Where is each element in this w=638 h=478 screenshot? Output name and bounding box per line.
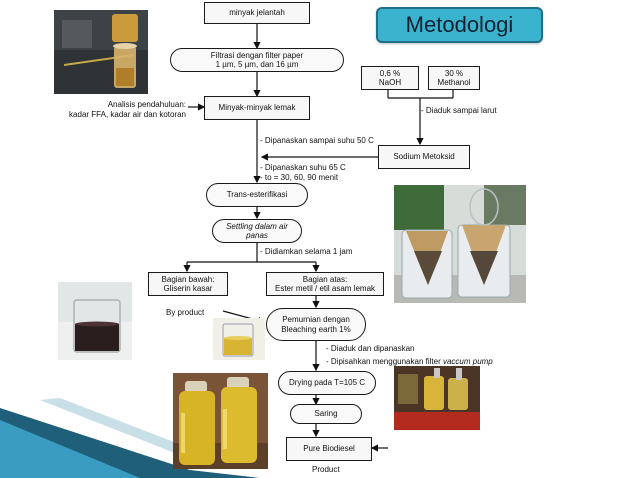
note-dipanaskan-65: - Dipanaskan suhu 65 C - to = 30, 60, 90… xyxy=(260,163,346,182)
note-by-product: By product xyxy=(166,308,205,317)
note-product: Product xyxy=(312,465,340,474)
note-diaduk-sampai-larut: - Diaduk sampai larut xyxy=(421,106,497,115)
box-bagian-bawah: Bagian bawah: Gliserin kasar xyxy=(148,272,228,296)
box-methanol: 30 % Methanol xyxy=(428,66,480,90)
box-pemurnian: Pemurnian dengan Bleaching earth 1% xyxy=(266,308,366,341)
photo-biodiesel-bottles xyxy=(173,373,268,469)
note-dipanaskan-50: - Dipanaskan sampai suhu 50 C xyxy=(260,136,374,145)
note-dipisahkan-text: - Dipisahkan menggunakan filter xyxy=(326,357,443,366)
note-analisis-pendahuluan: Analisis pendahuluan: kadar FFA, kadar a… xyxy=(69,100,186,119)
photo-glycerin-beaker xyxy=(58,282,132,360)
box-trans-esterifikasi: Trans-esterifikasi xyxy=(206,183,308,207)
photo-vacuum-filter xyxy=(394,366,480,430)
box-saring: Saring xyxy=(290,404,362,424)
box-minyak-lemak: Minyak-minyak lemak xyxy=(204,96,310,120)
box-filtrasi: Filtrasi dengan filter paper 1 µm, 5 µm,… xyxy=(170,48,344,72)
photo-separating-funnels xyxy=(394,185,526,303)
box-drying: Drying pada T=105 C xyxy=(278,371,376,395)
box-settling: Settling dalam air panas xyxy=(212,219,302,243)
box-pure-biodiesel: Pure Biodiesel xyxy=(286,437,372,461)
note-dipisahkan: - Dipisahkan menggunakan filter vaccum p… xyxy=(326,357,493,367)
slide-title: Metodologi xyxy=(376,7,543,43)
photo-ester-beaker xyxy=(213,318,265,360)
box-bagian-atas: Bagian atas: Ester metil / etil asam lem… xyxy=(266,272,384,296)
box-naoh: 0,6 % NaOH xyxy=(361,66,419,90)
note-diaduk-dipanaskan: - Diaduk dan dipanaskan xyxy=(326,344,415,353)
photo-pouring-oil xyxy=(54,10,148,94)
box-minyak-jelantah: minyak jelantah xyxy=(204,2,310,24)
box-sodium-metoksid: Sodium Metoksid xyxy=(378,145,470,169)
note-dipisahkan-italic: vaccum pump xyxy=(442,357,493,366)
note-didiamkan: - Didiamkan selama 1 jam xyxy=(260,247,353,256)
